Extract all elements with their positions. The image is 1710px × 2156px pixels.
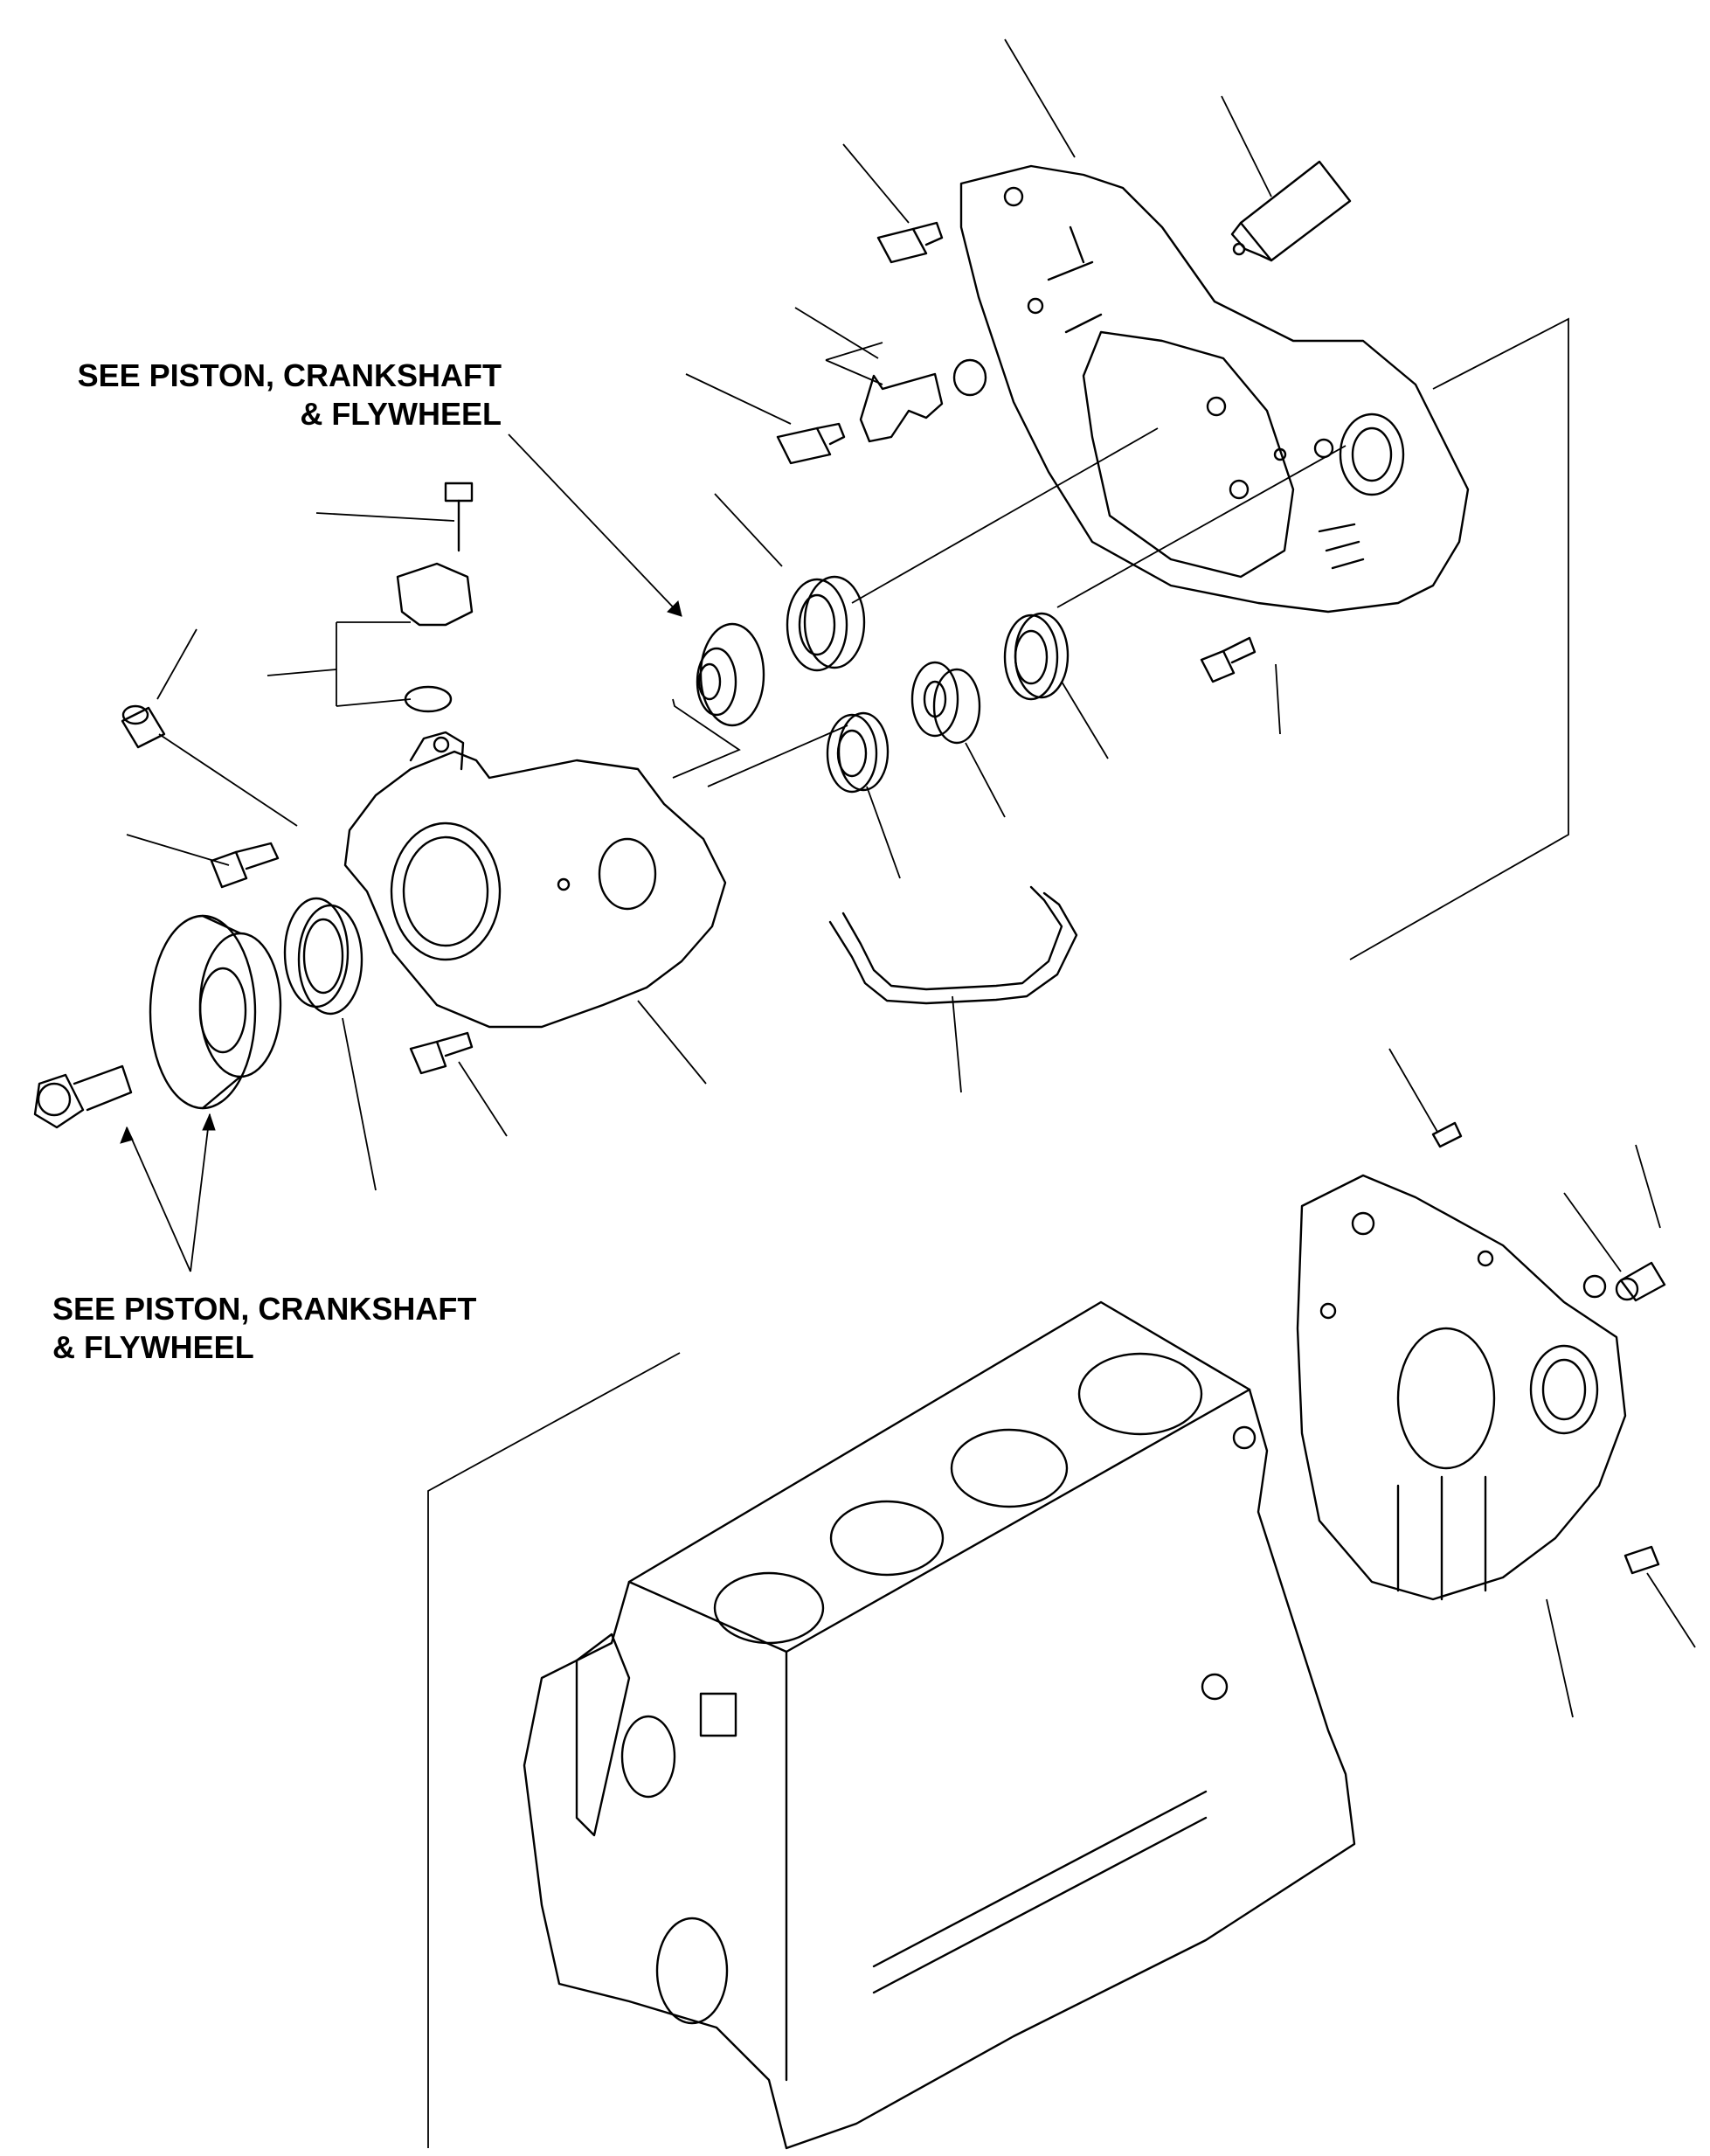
timing-chain: [828, 885, 1078, 1005]
crank-oil-seal: [283, 897, 363, 1016]
callout-top-line2: & FLYWHEEL: [300, 396, 502, 432]
callout-bottom-line1: SEE PISTON, CRANKSHAFT: [52, 1291, 477, 1327]
front-timing-cover: [343, 731, 727, 1029]
crank-sensor: [396, 482, 474, 713]
bearing-middle: [826, 711, 890, 794]
callout-see-piston-bottom: SEE PISTON, CRANKSHAFT & FLYWHEEL: [52, 1290, 476, 1367]
bolts-front: [210, 842, 474, 1075]
oil-seal-upper: [786, 575, 866, 672]
bolts-upper: [776, 221, 1257, 683]
leader-lines: [120, 38, 1696, 2148]
speed-sensor-upper: [859, 358, 987, 443]
upper-gear-housing: [959, 164, 1470, 614]
callout-see-piston-top: SEE PISTON, CRANKSHAFT & FLYWHEEL: [3, 357, 502, 433]
tone-wheel: [696, 622, 765, 727]
cylinder-block: [523, 1300, 1356, 2150]
idler-gear: [910, 661, 981, 745]
callout-top-line1: SEE PISTON, CRANKSHAFT: [77, 357, 502, 393]
callout-bottom-line2: & FLYWHEEL: [52, 1329, 254, 1365]
flywheel-housing: [1296, 1121, 1666, 1601]
dowel-pin-left: [121, 704, 166, 749]
crank-bolt: [33, 1064, 133, 1129]
sealant-tube: [1230, 160, 1352, 262]
bearing-right: [1003, 612, 1070, 701]
crank-pulley: [149, 914, 282, 1110]
